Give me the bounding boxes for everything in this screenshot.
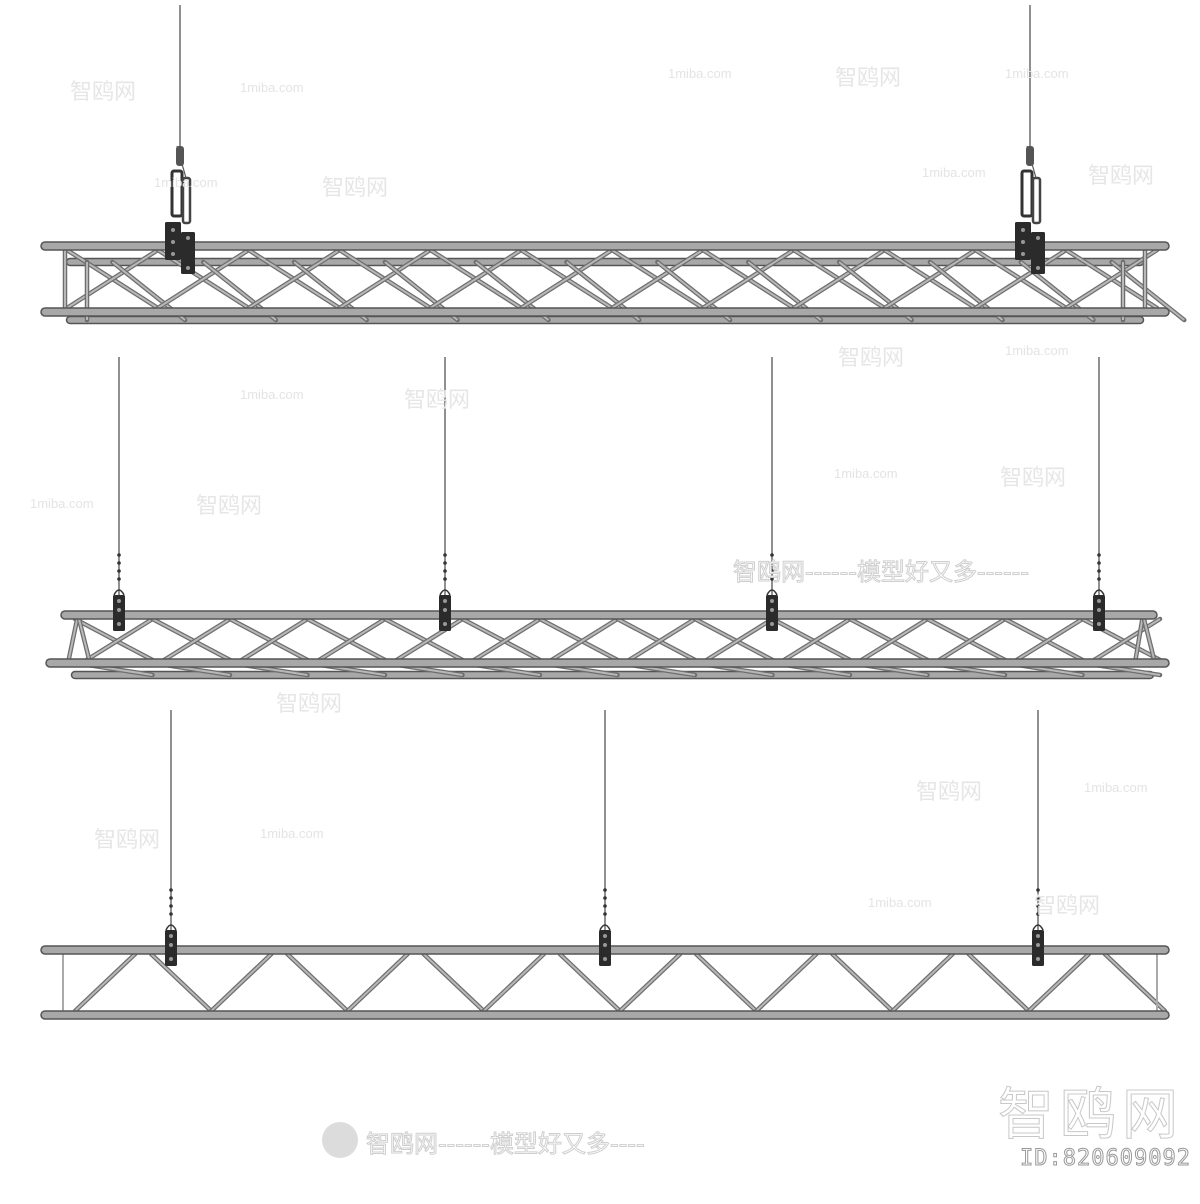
triangle-truss [45, 357, 1170, 680]
ladder-truss [40, 710, 1170, 1020]
hanger-clamp-icon [1032, 710, 1044, 966]
square-truss [40, 5, 1187, 325]
hanger-clamp-icon [165, 5, 195, 274]
hanger-clamp-icon [1015, 5, 1045, 274]
hanger-clamp-icon [1093, 357, 1105, 631]
hanger-clamp-icon [165, 710, 177, 966]
hanger-clamp-icon [766, 357, 778, 631]
brand-logo-icon [322, 1122, 358, 1158]
hanger-clamp-icon [113, 357, 125, 631]
hanger-clamp-icon [439, 357, 451, 631]
hanger-clamp-icon [599, 710, 611, 966]
